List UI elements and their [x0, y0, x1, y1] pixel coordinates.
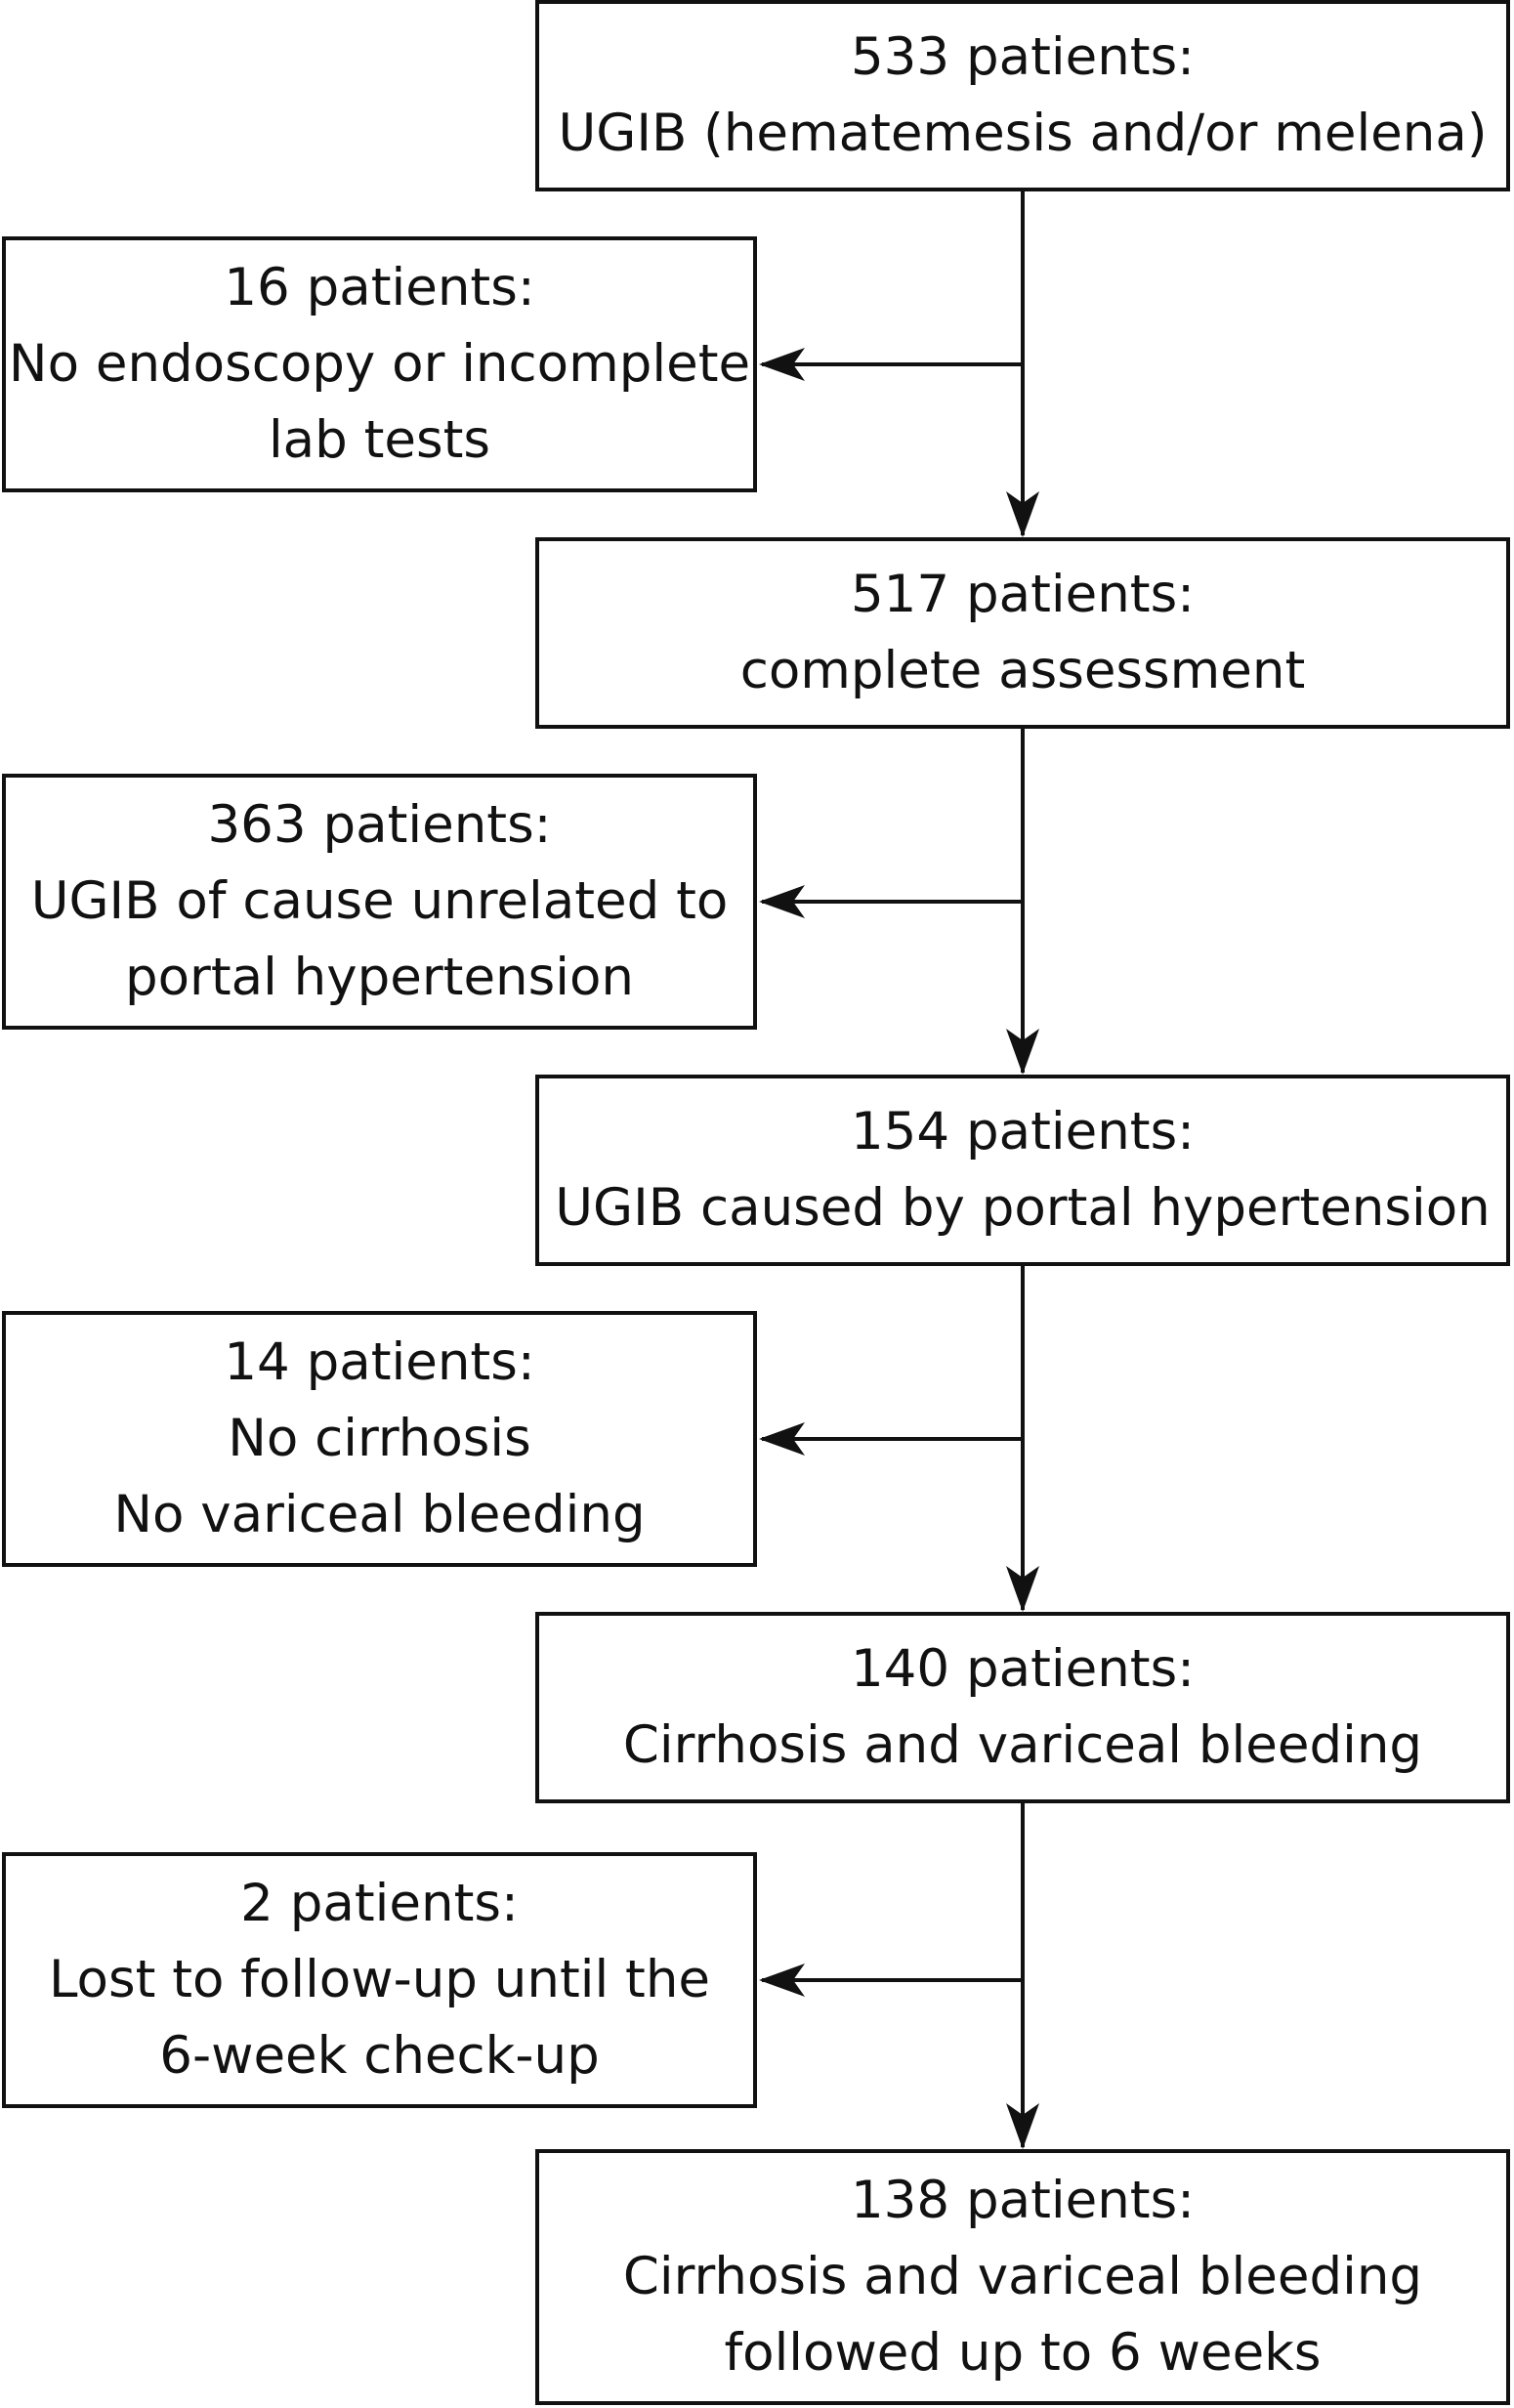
down-arrowhead-4: [1006, 2103, 1039, 2149]
box-text: Cirrhosis and variceal bleeding: [622, 1715, 1423, 1775]
box-count: 140 patients:: [850, 1639, 1196, 1699]
box-text: UGIB of cause unrelated to: [30, 871, 729, 931]
down-arrowhead-2: [1006, 1029, 1039, 1075]
box-text: UGIB caused by portal hypertension: [555, 1178, 1491, 1238]
box-text: Lost to follow-up until the: [48, 1950, 711, 2009]
box-text: Cirrhosis and variceal bleeding: [622, 2247, 1423, 2306]
left-arrowhead-3: [759, 1422, 805, 1456]
box-count: 533 patients:: [850, 27, 1196, 87]
box-text: complete assessment: [739, 641, 1306, 700]
down-arrowhead-3: [1006, 1566, 1039, 1612]
box-count: 517 patients:: [850, 565, 1196, 624]
exclusion-arrows: [759, 348, 1023, 1997]
box-cirrhosis-variceal: 140 patients: Cirrhosis and variceal ble…: [535, 1612, 1510, 1803]
box-text: lab tests: [268, 410, 491, 470]
left-arrowhead-1: [759, 348, 805, 381]
exclusion-box-no-endoscopy: 16 patients: No endoscopy or incomplete …: [2, 236, 757, 492]
box-count: 16 patients:: [224, 258, 535, 317]
left-arrowhead-4: [759, 1964, 805, 1997]
box-text: No endoscopy or incomplete: [8, 334, 751, 394]
box-count: 363 patients:: [207, 795, 552, 855]
exclusion-box-lost-followup: 2 patients: Lost to follow-up until the …: [2, 1852, 757, 2108]
down-arrowhead-1: [1006, 491, 1039, 537]
exclusion-box-unrelated-cause: 363 patients: UGIB of cause unrelated to…: [2, 774, 757, 1030]
box-count: 138 patients:: [850, 2171, 1196, 2230]
box-count: 2 patients:: [240, 1874, 519, 1933]
box-initial-ugib: 533 patients: UGIB (hematemesis and/or m…: [535, 0, 1510, 191]
box-text: No cirrhosis: [228, 1409, 531, 1468]
box-text: followed up to 6 weeks: [724, 2323, 1322, 2383]
box-text: 6-week check-up: [159, 2026, 600, 2086]
box-complete-assessment: 517 patients: complete assessment: [535, 537, 1510, 729]
box-text: No variceal bleeding: [113, 1485, 646, 1544]
left-arrowhead-2: [759, 885, 805, 918]
box-text: portal hypertension: [124, 948, 635, 1007]
box-portal-hypertension: 154 patients: UGIB caused by portal hype…: [535, 1075, 1510, 1266]
box-count: 14 patients:: [224, 1332, 535, 1392]
box-final-followup: 138 patients: Cirrhosis and variceal ble…: [535, 2149, 1510, 2405]
exclusion-box-no-cirrhosis: 14 patients: No cirrhosis No variceal bl…: [2, 1311, 757, 1567]
box-text: UGIB (hematemesis and/or melena): [558, 104, 1488, 163]
box-count: 154 patients:: [850, 1102, 1196, 1162]
